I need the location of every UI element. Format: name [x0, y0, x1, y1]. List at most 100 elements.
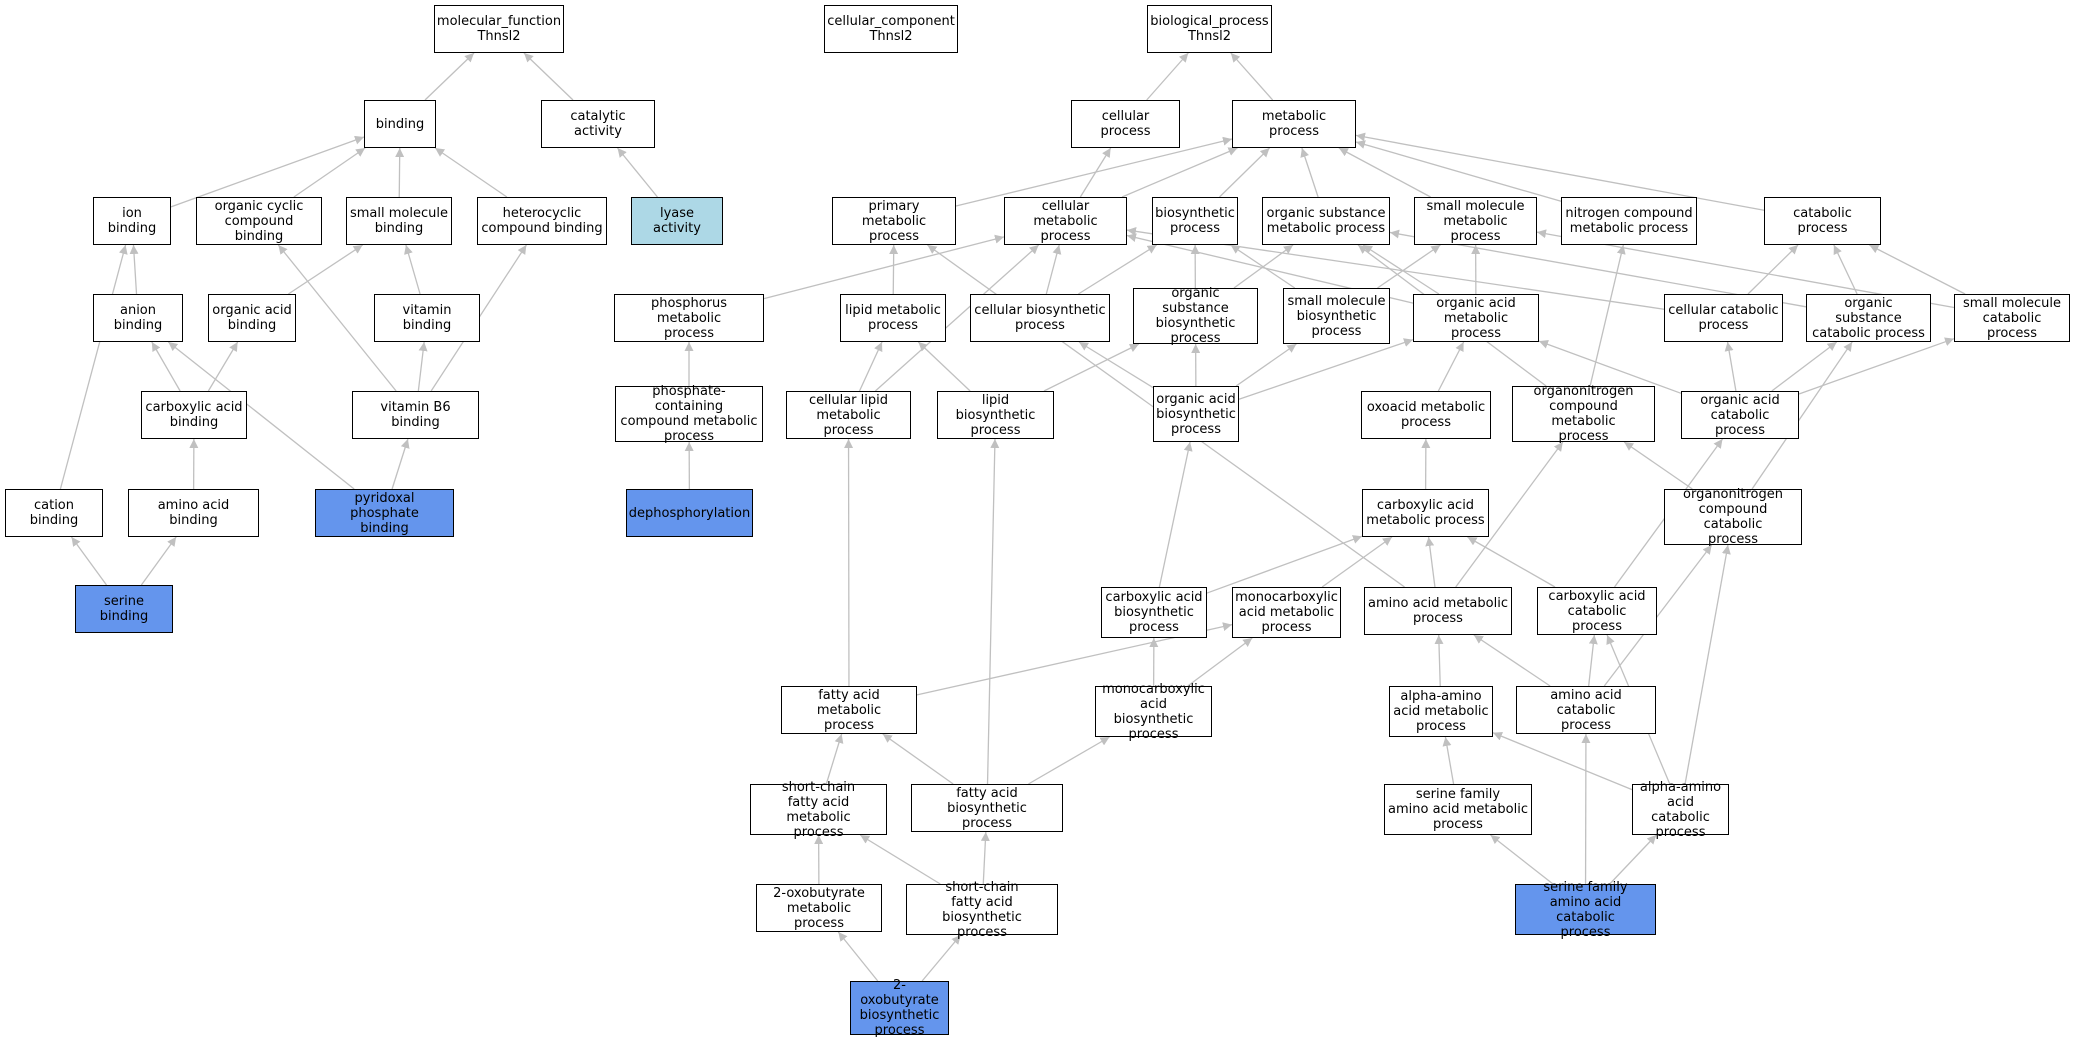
go-term-short-chain-fatty-acid-metabolic-process[interactable]: short-chain fatty acid metabolic process	[750, 780, 887, 840]
go-term-small-molecule-biosynthetic-process[interactable]: small molecule biosynthetic process	[1283, 288, 1390, 344]
edge-primary-metabolic-process-to-metabolic-process	[955, 136, 1233, 207]
go-term-molecular-function[interactable]: molecular_function Thnsl2	[434, 5, 564, 53]
go-term-vitamin-binding[interactable]: vitamin binding	[374, 294, 480, 342]
go-term-monocarboxylic-acid-metabolic-process[interactable]: monocarboxylic acid metabolic process	[1232, 587, 1341, 638]
go-term-fatty-acid-metabolic-process[interactable]: fatty acid metabolic process	[781, 686, 917, 734]
go-term-fatty-acid-biosynthetic-process[interactable]: fatty acid biosynthetic process	[911, 784, 1063, 832]
go-term-cellular-metabolic-process[interactable]: cellular metabolic process	[1004, 197, 1127, 245]
go-term-small-molecule-binding[interactable]: small molecule binding	[346, 197, 452, 245]
go-term-serine-family-amino-acid-catabolic-process[interactable]: serine family amino acid catabolic proce…	[1515, 880, 1656, 940]
edge-pyridoxal-phosphate-binding-to-anion-binding	[167, 341, 355, 490]
edge-amino-acid-metabolic-process-to-carboxylic-acid-metabolic-process	[1425, 536, 1436, 588]
go-term-vitamin-b6-binding[interactable]: vitamin B6 binding	[352, 391, 479, 439]
go-term-catalytic-activity[interactable]: catalytic activity	[541, 100, 655, 148]
go-term-binding[interactable]: binding	[364, 100, 436, 148]
go-term-amino-acid-metabolic-process[interactable]: amino acid metabolic process	[1364, 587, 1512, 635]
edge-pyridoxal-phosphate-binding-to-vitamin-b6-binding	[391, 438, 410, 490]
edge-vitamin-b6-binding-to-organic-cyclic-compound-binding	[277, 244, 397, 392]
go-term-lipid-metabolic-process[interactable]: lipid metabolic process	[840, 294, 946, 342]
go-term-amino-acid-binding[interactable]: amino acid binding	[128, 489, 259, 537]
go-term-organic-acid-biosynthetic-process[interactable]: organic acid biosynthetic process	[1153, 386, 1239, 442]
go-term-dephosphorylation[interactable]: dephosphorylation	[626, 489, 753, 537]
edge-cellular-biosynthetic-process-to-cellular-metabolic-process	[1045, 244, 1062, 295]
edge-phosphorus-metabolic-process-to-cellular-metabolic-process	[763, 234, 1005, 300]
go-term-carboxylic-acid-metabolic-process[interactable]: carboxylic acid metabolic process	[1362, 489, 1489, 537]
edge-vitamin-binding-to-small-molecule-binding	[404, 244, 421, 295]
go-term-catabolic-process[interactable]: catabolic process	[1764, 197, 1881, 245]
edge-monocarboxylic-acid-biosynthetic-process-to-monocarboxylic-acid-metabolic-process	[1187, 637, 1253, 687]
go-term-primary-metabolic-process[interactable]: primary metabolic process	[832, 197, 956, 245]
go-term-phosphate-containing-compound-metabolic-process[interactable]: phosphate-containing compound metabolic …	[615, 384, 763, 444]
go-term-organic-substance-metabolic-process[interactable]: organic substance metabolic process	[1262, 197, 1390, 245]
edge-lyase-activity-to-catalytic-activity	[617, 147, 658, 198]
edge-short-chain-fatty-acid-biosynthetic-process-to-fatty-acid-biosynthetic-process	[980, 831, 990, 885]
go-term-biosynthetic-process[interactable]: biosynthetic process	[1152, 197, 1238, 245]
edge-serine-family-amino-acid-catabolic-process-to-serine-family-amino-acid-metabolic-process	[1490, 834, 1554, 885]
go-term-organonitrogen-compound-metabolic-process[interactable]: organonitrogen compound metabolic proces…	[1512, 384, 1655, 444]
go-term-lipid-biosynthetic-process[interactable]: lipid biosynthetic process	[937, 391, 1054, 439]
go-term-metabolic-process[interactable]: metabolic process	[1232, 100, 1356, 148]
edge-lipid-metabolic-process-to-primary-metabolic-process	[889, 244, 899, 295]
go-term-organic-substance-catabolic-process[interactable]: organic substance catabolic process	[1806, 294, 1931, 342]
edge-binding-to-molecular-function	[424, 52, 475, 101]
go-term-cellular-process[interactable]: cellular process	[1071, 100, 1180, 148]
go-term-heterocyclic-compound-binding[interactable]: heterocyclic compound binding	[477, 197, 607, 245]
edge-amino-acid-catabolic-process-to-amino-acid-metabolic-process	[1473, 634, 1551, 687]
go-term-cellular-lipid-metabolic-process[interactable]: cellular lipid metabolic process	[786, 391, 911, 439]
edge-cellular-metabolic-process-to-metabolic-process	[1121, 147, 1238, 198]
go-term-alpha-amino-acid-metabolic-process[interactable]: alpha-amino acid metabolic process	[1389, 686, 1493, 737]
edge-organic-acid-binding-to-small-molecule-binding	[288, 244, 363, 295]
go-term-biological-process[interactable]: biological_process Thnsl2	[1147, 5, 1272, 53]
go-term-carboxylic-acid-binding[interactable]: carboxylic acid binding	[141, 391, 247, 439]
edge-serine-binding-to-cation-binding	[70, 536, 108, 586]
go-term-alpha-amino-acid-catabolic-process[interactable]: alpha-amino acid catabolic process	[1632, 780, 1729, 840]
go-term-phosphorus-metabolic-process[interactable]: phosphorus metabolic process	[614, 294, 764, 342]
go-term-lyase-activity[interactable]: lyase activity	[631, 197, 723, 245]
edge-organic-acid-catabolic-process-to-cellular-catabolic-process	[1724, 341, 1737, 392]
go-term-cellular-catabolic-process[interactable]: cellular catabolic process	[1664, 294, 1783, 342]
edge-organonitrogen-compound-catabolic-process-to-organic-substance-catabolic-process	[1751, 341, 1853, 490]
edge-oxoacid-metabolic-process-to-organic-acid-metabolic-process	[1437, 341, 1465, 392]
go-term-small-molecule-catabolic-process[interactable]: small molecule catabolic process	[1954, 294, 2070, 342]
edge-serine-binding-to-amino-acid-binding	[140, 536, 177, 586]
go-term-oxoacid-metabolic-process[interactable]: oxoacid metabolic process	[1361, 391, 1491, 439]
edge-organic-acid-catabolic-process-to-organic-substance-catabolic-process	[1771, 341, 1838, 392]
edge-lipid-biosynthetic-process-to-organic-substance-biosynthetic-process	[1043, 343, 1140, 392]
edge-biosynthetic-process-to-metabolic-process	[1219, 147, 1270, 198]
go-term-amino-acid-catabolic-process[interactable]: amino acid catabolic process	[1516, 686, 1656, 734]
go-term-anion-binding[interactable]: anion binding	[93, 294, 183, 342]
go-term-ion-binding[interactable]: ion binding	[93, 197, 171, 245]
go-term-organic-cyclic-compound-binding[interactable]: organic cyclic compound binding	[196, 197, 322, 245]
edge-organic-cyclic-compound-binding-to-binding	[293, 147, 366, 198]
go-term-organic-acid-metabolic-process[interactable]: organic acid metabolic process	[1413, 294, 1539, 342]
edge-organic-substance-catabolic-process-to-catabolic-process	[1833, 244, 1858, 295]
go-term-two-oxobutyrate-metabolic-process[interactable]: 2-oxobutyrate metabolic process	[756, 884, 882, 932]
edge-carboxylic-acid-binding-to-organic-acid-binding	[207, 341, 239, 392]
edge-lipid-biosynthetic-process-to-lipid-metabolic-process	[917, 341, 971, 392]
go-term-short-chain-fatty-acid-biosynthetic-process[interactable]: short-chain fatty acid biosynthetic proc…	[906, 880, 1058, 940]
go-term-organic-substance-biosynthetic-process[interactable]: organic substance biosynthetic process	[1133, 286, 1258, 346]
go-term-cation-binding[interactable]: cation binding	[5, 489, 103, 537]
go-term-small-molecule-metabolic-process[interactable]: small molecule metabolic process	[1414, 197, 1537, 245]
go-term-organic-acid-catabolic-process[interactable]: organic acid catabolic process	[1681, 391, 1799, 439]
edge-organic-acid-metabolic-process-to-organic-substance-metabolic-process	[1362, 244, 1440, 295]
go-term-organic-acid-binding[interactable]: organic acid binding	[208, 294, 296, 342]
go-term-nitrogen-compound-metabolic-process[interactable]: nitrogen compound metabolic process	[1561, 197, 1697, 245]
edge-carboxylic-acid-biosynthetic-process-to-carboxylic-acid-metabolic-process	[1206, 535, 1363, 594]
edge-fatty-acid-biosynthetic-process-to-fatty-acid-metabolic-process	[882, 733, 954, 785]
go-term-organonitrogen-compound-catabolic-process[interactable]: organonitrogen compound catabolic proces…	[1664, 487, 1802, 547]
go-term-serine-binding[interactable]: serine binding	[75, 585, 173, 633]
go-term-carboxylic-acid-biosynthetic-process[interactable]: carboxylic acid biosynthetic process	[1101, 587, 1207, 638]
edge-organic-acid-biosynthetic-process-to-small-molecule-biosynthetic-process	[1235, 343, 1297, 387]
go-term-cellular-biosynthetic-process[interactable]: cellular biosynthetic process	[970, 294, 1110, 342]
edge-cellular-biosynthetic-process-to-biosynthetic-process	[1078, 244, 1157, 295]
go-term-pyridoxal-phosphate-binding[interactable]: pyridoxal phosphate binding	[315, 489, 454, 537]
edge-small-molecule-biosynthetic-process-to-biosynthetic-process	[1230, 244, 1296, 289]
edge-carboxylic-acid-biosynthetic-process-to-organic-acid-biosynthetic-process	[1158, 441, 1193, 588]
go-term-cellular-component[interactable]: cellular_component Thnsl2	[824, 5, 958, 53]
edge-alpha-amino-acid-metabolic-process-to-amino-acid-metabolic-process	[1434, 634, 1444, 687]
go-term-carboxylic-acid-catabolic-process[interactable]: carboxylic acid catabolic process	[1537, 587, 1657, 635]
go-term-serine-family-amino-acid-metabolic-process[interactable]: serine family amino acid metabolic proce…	[1384, 784, 1532, 835]
go-term-two-oxobutyrate-biosynthetic-process[interactable]: 2-oxobutyrate biosynthetic process	[850, 978, 949, 1038]
go-term-monocarboxylic-acid-biosynthetic-process[interactable]: monocarboxylic acid biosynthetic process	[1095, 682, 1212, 742]
